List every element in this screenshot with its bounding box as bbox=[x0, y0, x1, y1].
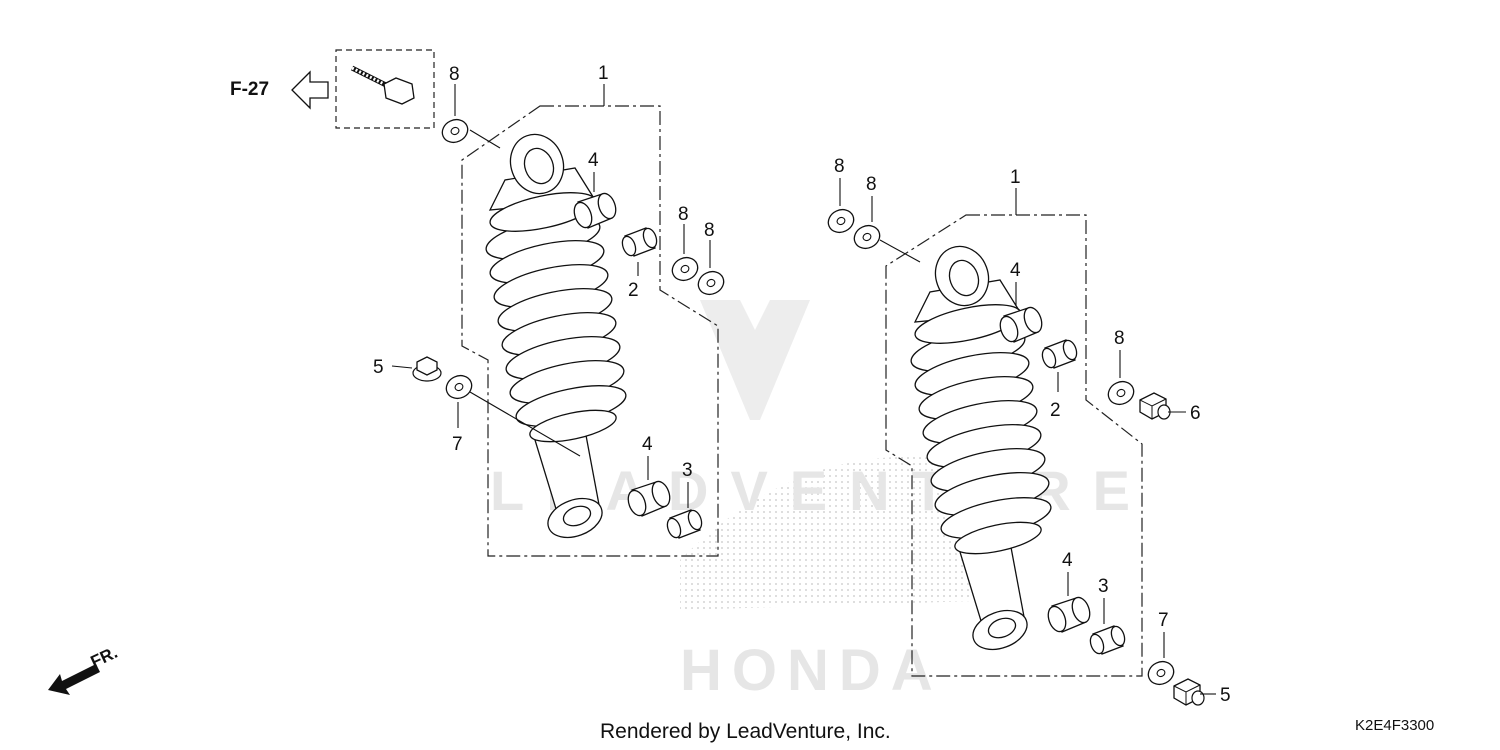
callout-7: 7 bbox=[1158, 610, 1169, 631]
callout-7: 7 bbox=[452, 434, 463, 455]
callout-4: 4 bbox=[1010, 260, 1021, 281]
washer bbox=[823, 204, 859, 238]
collar bbox=[619, 225, 660, 259]
reference-bolt-box bbox=[335, 49, 435, 129]
mounting-bolt bbox=[350, 65, 415, 105]
watermark-brand: HONDA bbox=[680, 638, 943, 703]
washer bbox=[1103, 376, 1139, 410]
callout-2: 2 bbox=[1050, 400, 1061, 421]
bushing bbox=[1044, 594, 1094, 635]
callout-8: 8 bbox=[704, 220, 715, 241]
reference-arrow-icon bbox=[291, 70, 329, 110]
callout-2: 2 bbox=[628, 280, 639, 301]
front-arrow-icon bbox=[48, 664, 100, 695]
flange-nut bbox=[412, 356, 442, 382]
render-credit: Rendered by LeadVenture, Inc. bbox=[600, 720, 891, 743]
washer bbox=[693, 266, 729, 300]
left-shock-assembly: 1 8 4 2 8 8 5 7 4 3 bbox=[373, 63, 729, 557]
callout-5: 5 bbox=[373, 357, 384, 378]
callout-8: 8 bbox=[1114, 328, 1125, 349]
callout-1: 1 bbox=[598, 63, 609, 84]
reference-link[interactable]: F-27 bbox=[230, 70, 329, 110]
right-assembly-frame bbox=[885, 214, 1143, 677]
diagram-code: K2E4F3300 bbox=[1355, 717, 1434, 734]
front-direction-indicator: FR. bbox=[48, 643, 121, 695]
left-assembly-frame bbox=[461, 105, 719, 557]
callout-8: 8 bbox=[678, 204, 689, 225]
washer bbox=[1143, 656, 1179, 690]
callout-1: 1 bbox=[1010, 167, 1021, 188]
callout-8: 8 bbox=[449, 64, 460, 85]
collar bbox=[1087, 623, 1128, 657]
collar bbox=[1039, 337, 1080, 371]
callout-4: 4 bbox=[1062, 550, 1073, 571]
right-shock-assembly: 1 8 8 4 2 8 6 4 3 7 5 bbox=[823, 156, 1231, 706]
callout-3: 3 bbox=[682, 460, 693, 481]
washer bbox=[667, 252, 703, 286]
callout-4: 4 bbox=[588, 150, 599, 171]
washer bbox=[437, 114, 473, 148]
reference-label[interactable]: F-27 bbox=[230, 79, 269, 100]
callout-8: 8 bbox=[866, 174, 877, 195]
cap-nut bbox=[1173, 678, 1205, 706]
cap-nut bbox=[1139, 392, 1171, 420]
callout-3: 3 bbox=[1098, 576, 1109, 597]
washer bbox=[441, 370, 477, 404]
callout-6: 6 bbox=[1190, 403, 1201, 424]
washer bbox=[849, 220, 885, 254]
leadventure-logo-mark bbox=[700, 300, 810, 420]
callout-8: 8 bbox=[834, 156, 845, 177]
callout-4: 4 bbox=[642, 434, 653, 455]
honda-wing-mark bbox=[680, 456, 1010, 610]
callout-5: 5 bbox=[1220, 685, 1231, 706]
